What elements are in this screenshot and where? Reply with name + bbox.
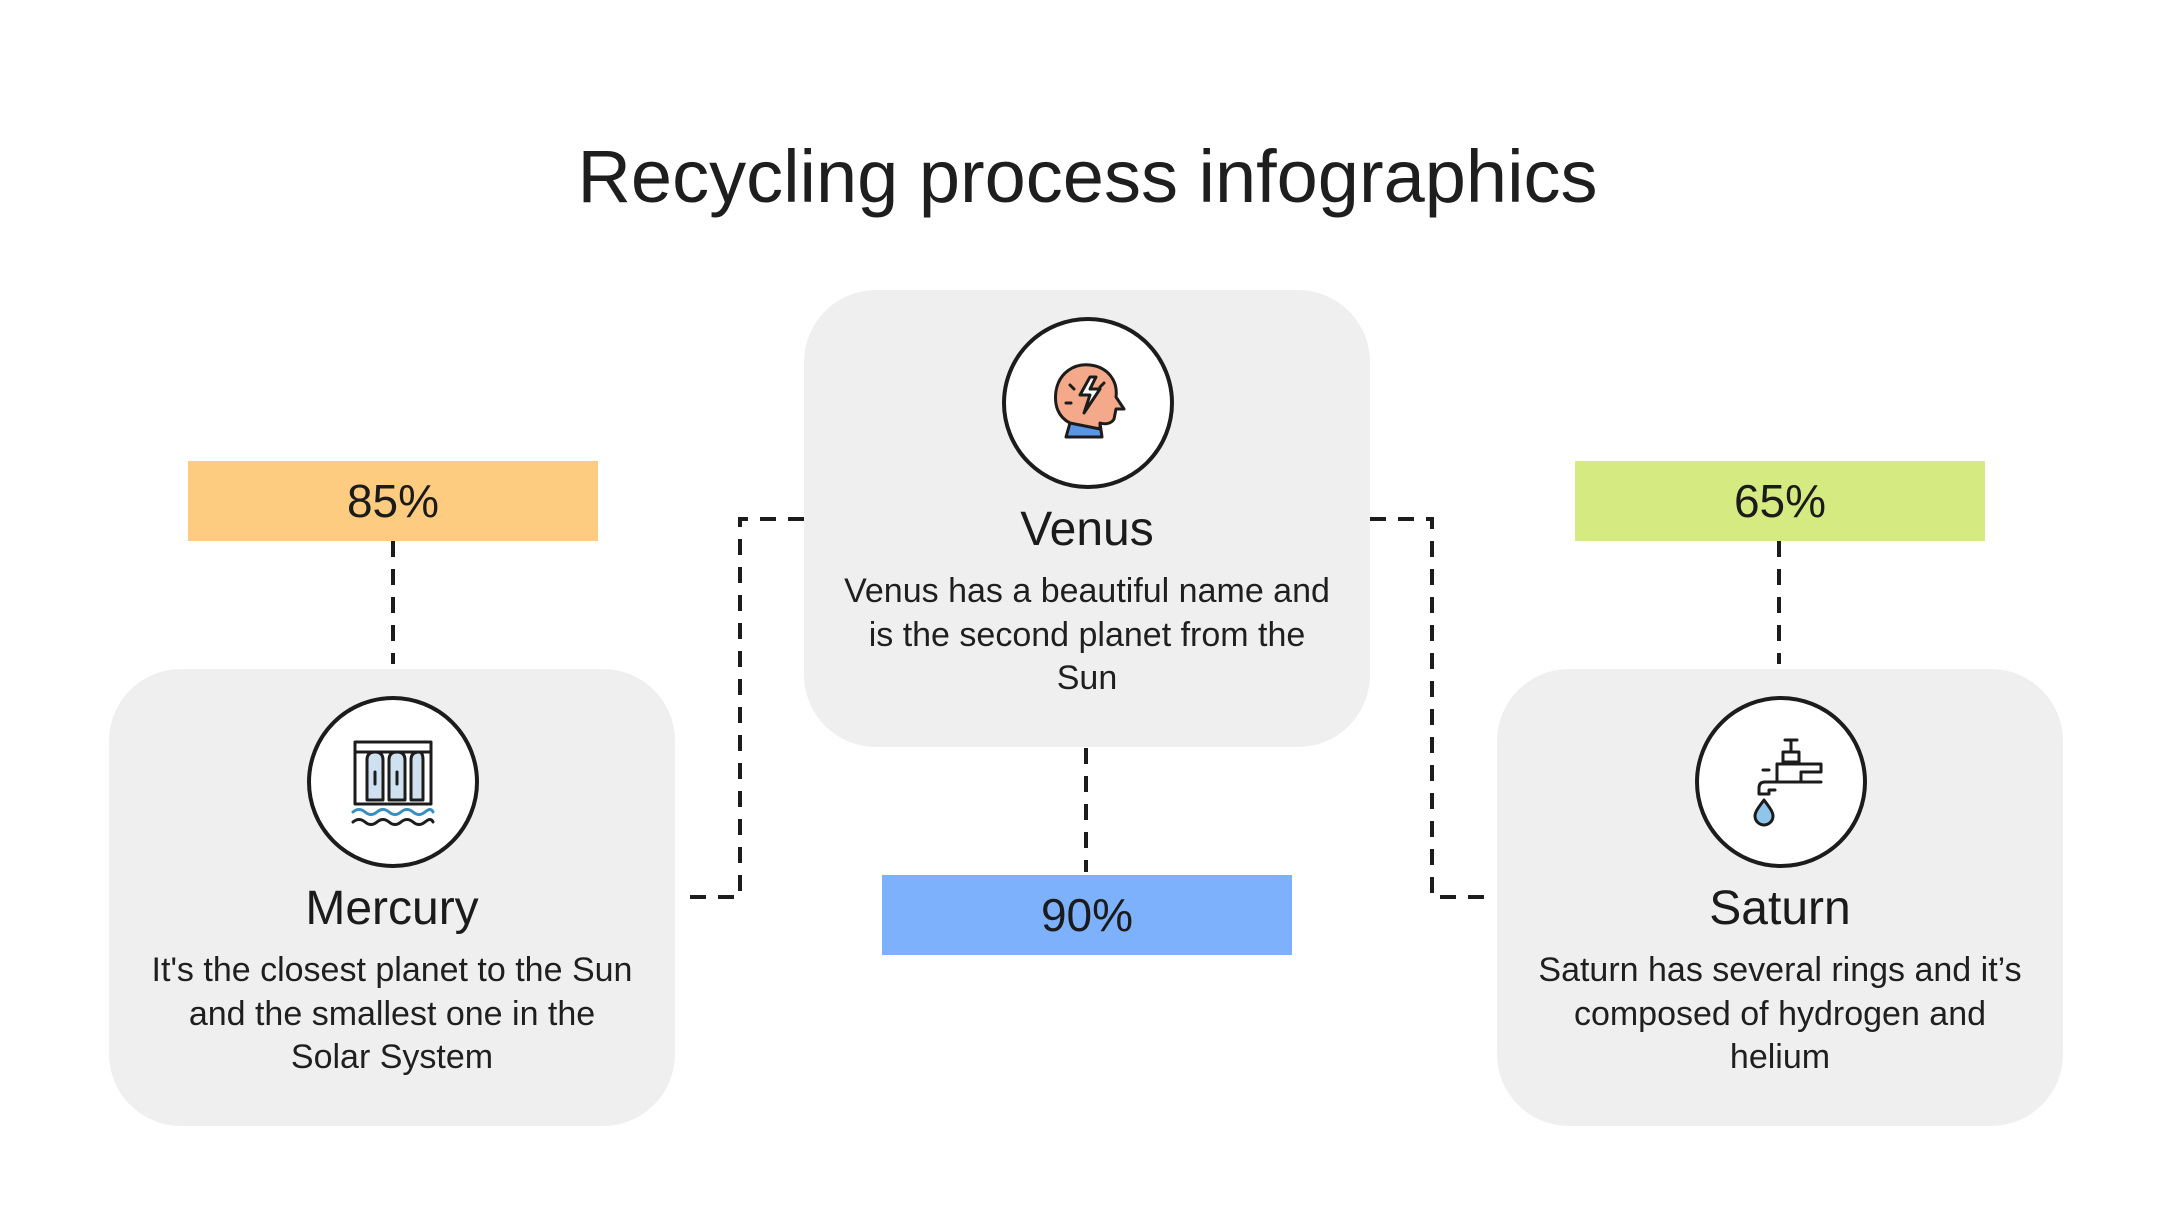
saturn-description: Saturn has several rings and it’s compos… xyxy=(1538,951,2022,1076)
water-tap-icon xyxy=(1753,738,1823,827)
venus-card: Venus Venus has a beautiful name and is … xyxy=(804,290,1370,747)
saturn-card: Saturn Saturn has several rings and it’s… xyxy=(1497,669,2063,1126)
saturn-icon-circle xyxy=(1695,696,1867,868)
saturn-percent-badge: 65% xyxy=(1575,461,1985,541)
mercury-icon-circle xyxy=(307,696,479,868)
water-filter-icon xyxy=(351,740,435,826)
connector-venus-saturn xyxy=(1370,517,1486,899)
mercury-card: Mercury It's the closest planet to the S… xyxy=(109,669,675,1126)
venus-title: Venus xyxy=(1020,503,1154,556)
mercury-title: Mercury xyxy=(305,882,479,935)
venus-percent-value: 90% xyxy=(1040,889,1134,941)
mercury-description: It's the closest planet to the Sun and t… xyxy=(151,951,633,1076)
mercury-percent-badge: 85% xyxy=(188,461,598,541)
mercury-percent-value: 85% xyxy=(346,475,440,527)
connector-venus-mercury xyxy=(688,517,804,899)
venus-description: Venus has a beautiful name and is the se… xyxy=(844,572,1330,697)
venus-percent-badge: 90% xyxy=(882,875,1292,955)
venus-icon-circle xyxy=(1002,317,1174,489)
saturn-title: Saturn xyxy=(1709,882,1851,935)
head-energy-icon xyxy=(1054,363,1126,439)
saturn-percent-value: 65% xyxy=(1733,475,1827,527)
page-title: Recycling process infographics xyxy=(577,135,1598,218)
